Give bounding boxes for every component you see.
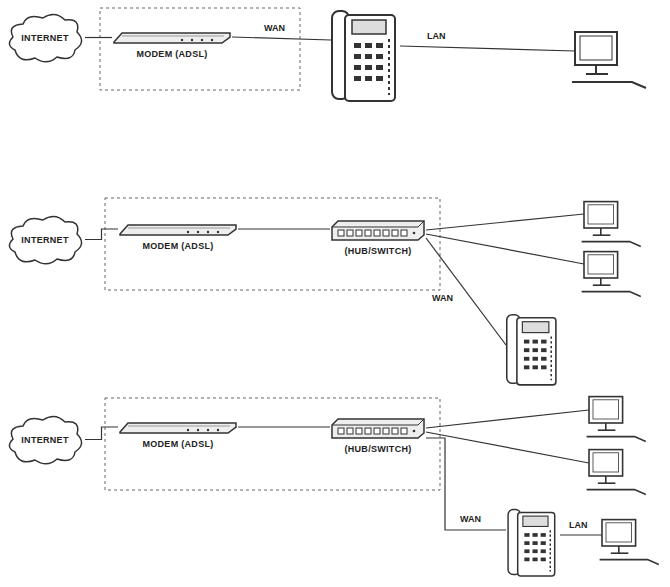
adsl-modem: MODEM (ADSL): [118, 222, 238, 251]
link-label: LAN: [425, 31, 448, 42]
computer: [582, 252, 641, 297]
network-link: [85, 427, 118, 440]
internet-cloud: INTERNET: [5, 412, 85, 467]
node-label: INTERNET: [5, 10, 85, 65]
node-label: (HUB/SWITCH): [330, 246, 426, 256]
network-link: [238, 228, 330, 229]
adsl-modem: MODEM (ADSL): [112, 30, 232, 59]
adsl-modem: MODEM (ADSL): [118, 420, 238, 449]
computer: [572, 32, 646, 88]
network-link: [85, 229, 118, 240]
hub-icon: [330, 417, 426, 439]
link-label: WAN: [262, 23, 287, 34]
hub-icon: [330, 219, 426, 241]
ip-phone: [508, 509, 555, 576]
internet-cloud: INTERNET: [5, 10, 85, 65]
node-label: INTERNET: [5, 212, 85, 267]
ip-phone: [507, 315, 556, 385]
computer: [587, 397, 646, 442]
node-label: INTERNET: [5, 412, 85, 467]
hub-switch: (HUB/SWITCH): [330, 219, 426, 256]
node-label: MODEM (ADSL): [118, 439, 238, 449]
hub-switch: (HUB/SWITCH): [330, 417, 426, 454]
network-wire: [232, 37, 602, 535]
network-link: [85, 37, 112, 38]
network-link: [238, 426, 330, 427]
computer: [587, 450, 646, 495]
modem-icon: [118, 420, 238, 434]
link-label: WAN: [430, 293, 455, 304]
modem-icon: [112, 30, 232, 44]
dashed-boundary: [100, 8, 440, 490]
node-label: (HUB/SWITCH): [330, 444, 426, 454]
link-label: WAN: [458, 514, 483, 525]
link-label: LAN: [567, 520, 590, 531]
ip-phone: [332, 11, 395, 101]
computer: [582, 202, 641, 247]
internet-cloud: INTERNET: [5, 212, 85, 267]
node-label: MODEM (ADSL): [118, 241, 238, 251]
computer: [600, 520, 659, 565]
modem-icon: [118, 222, 238, 236]
node-label: MODEM (ADSL): [112, 49, 232, 59]
